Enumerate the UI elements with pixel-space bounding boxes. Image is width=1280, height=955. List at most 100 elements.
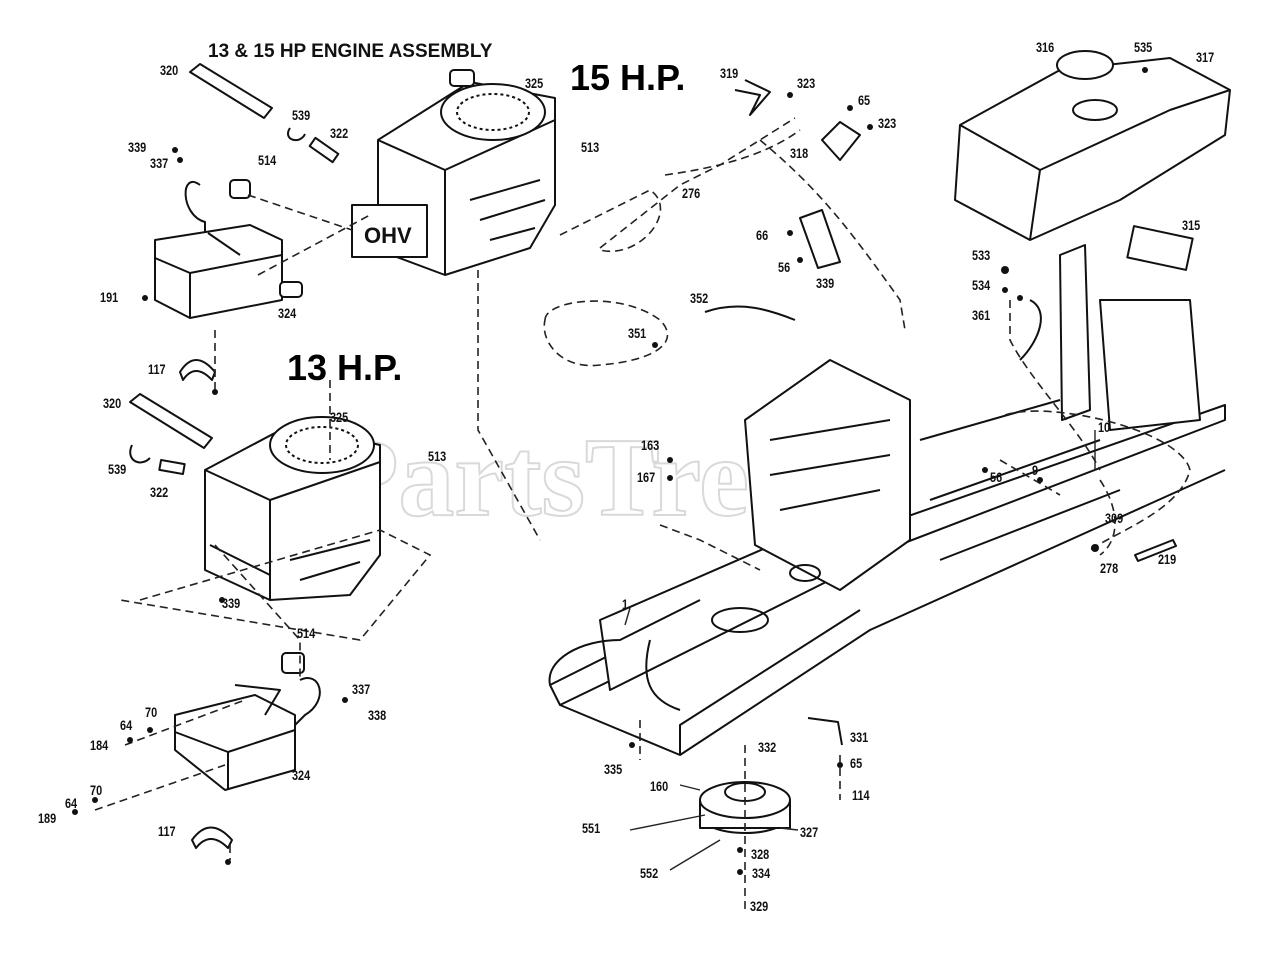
part-label: 316	[1036, 40, 1054, 56]
part-label: 514	[258, 153, 276, 169]
wire-539-top	[287, 127, 306, 142]
part-label: 319	[720, 66, 738, 82]
part-label: 70	[145, 705, 157, 721]
part-label: 64	[65, 796, 77, 812]
part-label: 276	[682, 186, 700, 202]
part-label: 114	[852, 788, 870, 804]
part-label: 70	[90, 783, 102, 799]
part-label: 352	[690, 291, 708, 307]
hose-352	[704, 305, 796, 321]
part-label: 331	[850, 730, 868, 746]
part-label: 191	[100, 290, 118, 306]
part-label: 535	[1134, 40, 1152, 56]
part-label: 56	[778, 260, 790, 276]
tube-320-lower	[129, 393, 213, 449]
part-label: 322	[330, 126, 348, 142]
hp-13-heading: 13 H.P.	[287, 347, 402, 388]
part-label: 163	[641, 438, 659, 454]
part-label: 323	[878, 116, 896, 132]
part-label: 315	[1182, 218, 1200, 234]
part-label: 332	[758, 740, 776, 756]
muffler-13hp	[174, 677, 321, 791]
part-label: 65	[858, 93, 870, 109]
part-label: 325	[525, 76, 543, 92]
fuel-filter-315	[1126, 225, 1194, 271]
part-label: 337	[352, 682, 370, 698]
part-label: 539	[108, 462, 126, 478]
part-label: 328	[751, 847, 769, 863]
gasket-514-lower	[281, 652, 305, 674]
part-label: 322	[150, 485, 168, 501]
part-label: 339	[222, 596, 240, 612]
hardware-dots	[72, 67, 1148, 875]
gasket-514-top	[229, 179, 251, 199]
part-label: 513	[428, 449, 446, 465]
part-label: 65	[850, 756, 862, 772]
part-label: 334	[752, 866, 770, 882]
part-label: 219	[1158, 552, 1176, 568]
part-label: 339	[128, 140, 146, 156]
part-label: 1	[622, 597, 628, 613]
engine-15hp: OHV	[351, 69, 556, 276]
part-label: 9	[1032, 463, 1038, 479]
part-label: 551	[582, 821, 600, 837]
part-label: 117	[158, 824, 176, 840]
part-label: 337	[150, 156, 168, 172]
part-label: 539	[292, 108, 310, 124]
rod-331	[807, 717, 843, 746]
hp-15-heading: 15 H.P.	[570, 57, 685, 98]
part-label: 66	[756, 228, 768, 244]
spark-plug-15hp	[308, 136, 340, 164]
clamp-117-lower	[191, 826, 233, 849]
part-label: 534	[972, 278, 990, 294]
fuel-tank	[954, 50, 1231, 241]
part-label: 189	[38, 811, 56, 827]
part-label: 278	[1100, 561, 1118, 577]
spark-plug-13hp	[158, 458, 186, 476]
part-label: 323	[797, 76, 815, 92]
part-label: 335	[604, 762, 622, 778]
part-label: 361	[972, 308, 990, 324]
part-label: 325	[330, 410, 348, 426]
part-label: 351	[628, 326, 646, 342]
muffler-15hp	[154, 181, 283, 319]
assembly-lines	[94, 117, 1191, 910]
engine-13hp	[204, 281, 381, 601]
part-label: 552	[640, 866, 658, 882]
part-label: 184	[90, 738, 108, 754]
part-label: 324	[292, 768, 310, 784]
part-label: 56	[990, 470, 1002, 486]
part-label: 320	[160, 63, 178, 79]
part-label: 309	[1105, 511, 1123, 527]
part-label: 514	[297, 626, 315, 642]
bracket-339-cable	[799, 209, 841, 269]
cable-319	[734, 79, 771, 116]
part-label: 64	[120, 718, 132, 734]
part-label: 329	[750, 899, 768, 915]
tractor-frame	[548, 244, 1226, 756]
part-label: 167	[637, 470, 655, 486]
bracket-318	[821, 121, 861, 161]
diagram-title: 13 & 15 HP ENGINE ASSEMBLY	[208, 41, 493, 62]
wire-539-lower	[129, 444, 151, 464]
part-label: 339	[816, 276, 834, 292]
leader-lines	[624, 430, 1096, 871]
bolt-219	[1134, 539, 1177, 562]
fuel-line-361	[1019, 299, 1042, 361]
clamp-117-top	[179, 359, 216, 381]
part-label: 317	[1196, 50, 1214, 66]
watermark: PartsTree	[330, 416, 799, 540]
part-label: 160	[650, 779, 668, 795]
engine-badge: OHV	[364, 223, 412, 248]
part-label: 117	[148, 362, 166, 378]
part-label: 513	[581, 140, 599, 156]
part-label: 338	[368, 708, 386, 724]
part-label: 320	[103, 396, 121, 412]
part-label: 327	[800, 825, 818, 841]
part-label: 324	[278, 306, 296, 322]
part-label: 10	[1098, 420, 1110, 436]
tube-320-top	[189, 63, 273, 119]
part-label: 318	[790, 146, 808, 162]
